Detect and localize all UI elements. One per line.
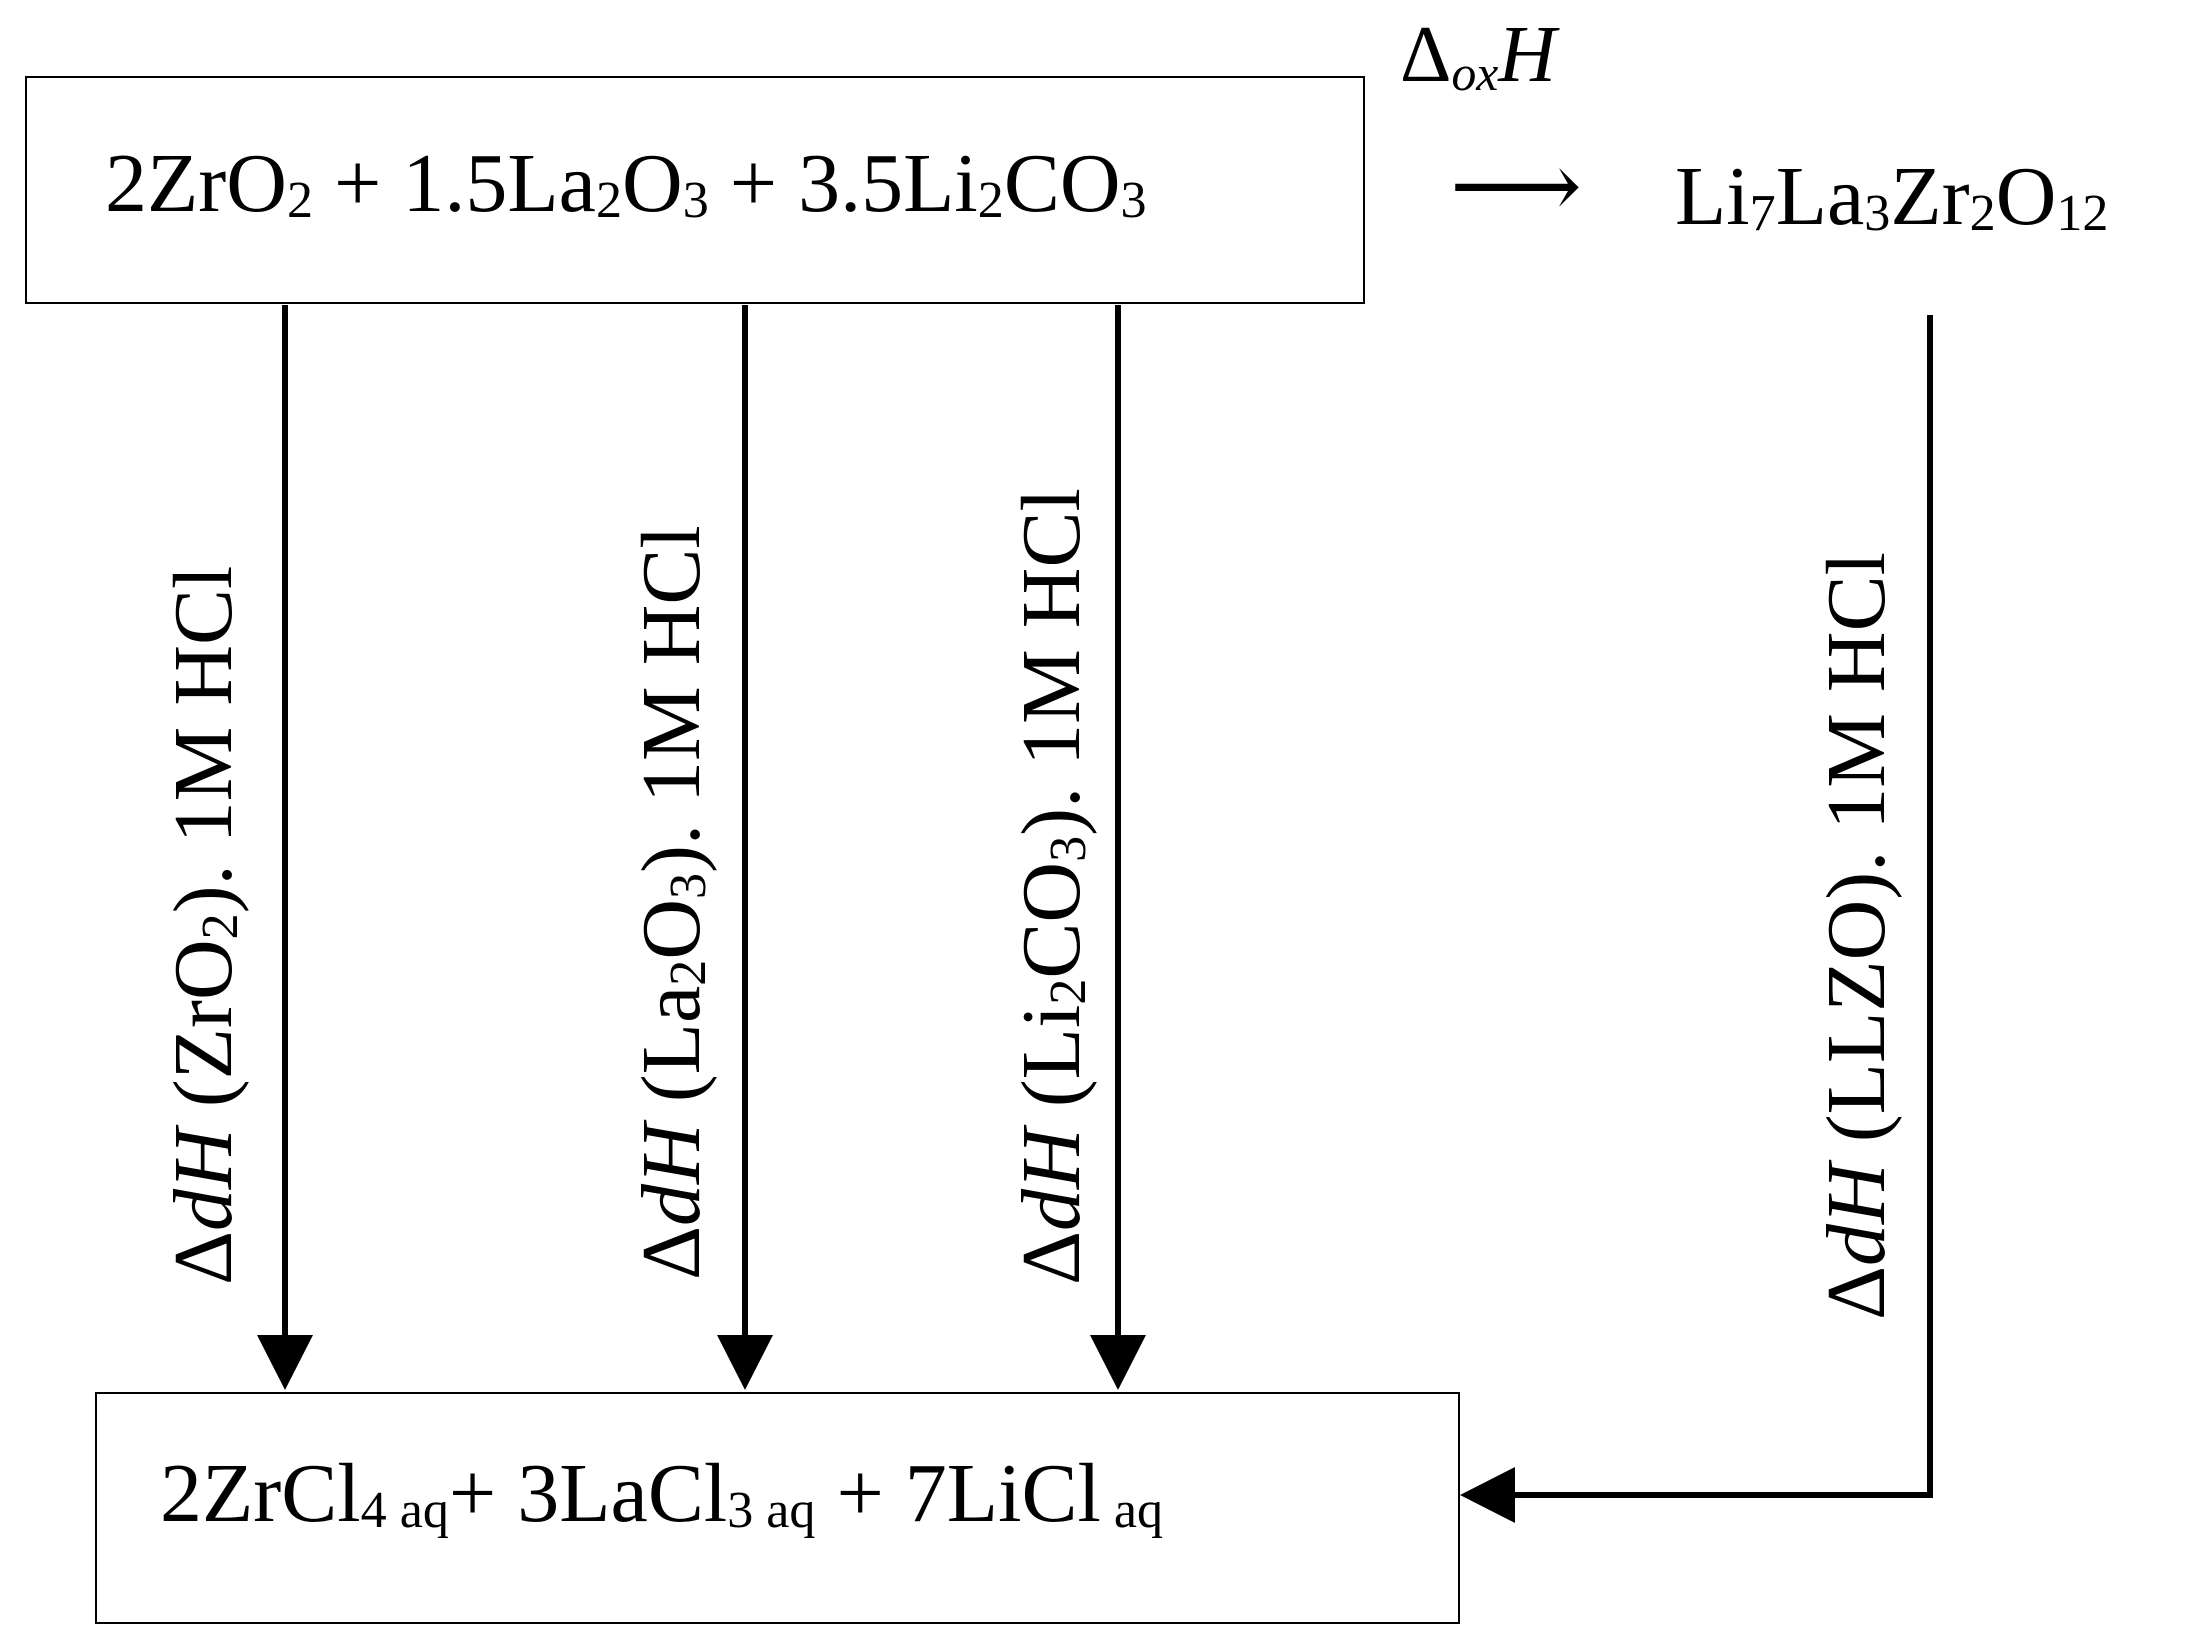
arrow-label-zro2: ΔdH (ZrO2). 1M HCl [157,566,250,1285]
italic-symbol: dH [157,1128,250,1231]
formula-text: 2ZrO [105,137,287,230]
arrowhead-llzo [1460,1467,1515,1523]
subscript: 2 [286,172,313,230]
subscript: 3 [1120,172,1147,230]
llzo-product-formula: Li7La3Zr2O12 [1675,155,2109,243]
subscript: 7 [1749,185,1776,243]
subscript: 2 [1040,978,1098,1005]
formula-text: O [622,137,683,230]
formula-text: 2ZrCl [160,1447,361,1540]
formula-text: O [625,899,718,960]
arrowhead-zro2 [257,1335,313,1390]
formula-text: (LLZO). 1M HCl [1810,552,1903,1164]
arrow-label-la2o3: ΔdH (La2O3). 1M HCl [625,525,718,1280]
formula-text: Δ [625,1225,718,1280]
aqueous-products-equation: 2ZrCl4 aq+ 3LaCl3 aq + 7LiCl aq [160,1452,1164,1540]
reactants-equation: 2ZrO2 + 1.5La2O3 + 3.5Li2CO3 [105,142,1147,230]
italic-symbol: dH [625,1123,718,1226]
formula-text: (Li [1005,1004,1098,1129]
subscript: 3 aq [727,1482,816,1540]
arrow-llzo-dissolution [1515,315,1933,1498]
arrow-label-llzo: ΔdH (LLZO). 1M HCl [1810,552,1903,1320]
formula-text: Li [1675,150,1750,243]
formula-text: ). 1M HCl [157,565,250,914]
formula-text: La [1775,150,1865,243]
ox-subscript: ox [1451,45,1499,101]
reaction-arrow: ⟶ [1450,135,1582,237]
subscript: 3 [1040,835,1098,862]
italic-symbol: dH [1810,1163,1903,1266]
subscript: 3 [682,172,709,230]
formula-text: Δ [1810,1265,1903,1320]
subscript: 4 aq [360,1482,449,1540]
formula-text: ). 1M HCl [625,525,718,873]
arrow-label-li2co3: ΔdH (Li2CO3). 1M HCl [1005,488,1098,1285]
products-box [95,1392,1460,1624]
subscript: 3 [1864,185,1891,243]
subscript: 2 [595,172,623,230]
formula-text: + 1.5La [313,137,596,230]
formula-text: + 7LiCl [815,1447,1101,1540]
formula-text: Δ [157,1230,250,1285]
reactants-box [25,76,1365,304]
subscript: 2 [1969,185,1996,243]
subscript: 2 [977,172,1004,230]
formula-text: (La [625,985,718,1124]
formula-text: Zr [1890,150,1970,243]
subscript: 3 [660,872,718,899]
formula-text: + 3LaCl [448,1447,728,1540]
subscript: 12 [2056,185,2109,243]
formula-text: CO [1003,137,1121,230]
arrowhead-la2o3 [717,1335,773,1390]
formula-text: (ZrO [157,939,250,1129]
subscript: 2 [660,959,718,986]
subscript: aq [1100,1482,1164,1540]
formula-text: CO [1005,861,1098,979]
formula-text: + 3.5Li [708,137,978,230]
formula-text: Δ [1005,1230,1098,1285]
formula-text: ). 1M HCl [1005,488,1098,836]
italic-symbol: dH [1005,1128,1098,1231]
delta-symbol: Δ [1400,11,1452,99]
subscript: 2 [192,913,250,940]
oxidation-enthalpy-label: ΔoxH [1400,15,1556,98]
formula-text: O [1995,150,2057,243]
arrowhead-li2co3 [1090,1335,1146,1390]
enthalpy-symbol: H [1498,11,1557,99]
